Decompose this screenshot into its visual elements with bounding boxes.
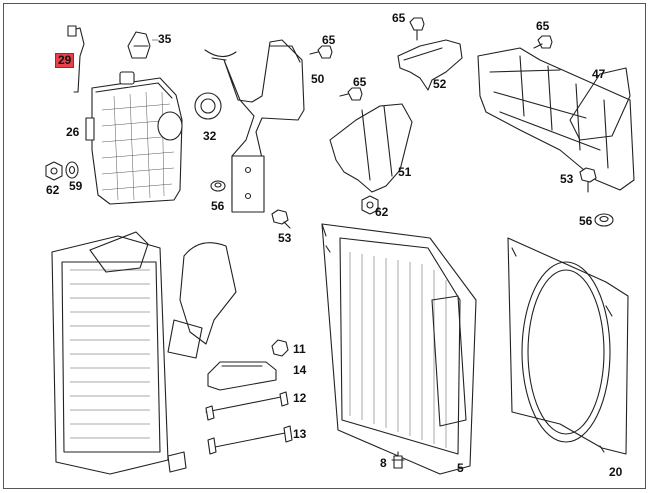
nut-11[interactable] bbox=[271, 339, 289, 357]
washer-56-left[interactable] bbox=[210, 180, 226, 192]
callout-62-right[interactable]: 62 bbox=[375, 205, 389, 219]
callout-65-c[interactable]: 65 bbox=[392, 11, 406, 25]
callout-62-left[interactable]: 62 bbox=[46, 183, 60, 197]
callout-12[interactable]: 12 bbox=[293, 391, 307, 405]
callout-20[interactable]: 20 bbox=[609, 465, 623, 479]
callout-65-d[interactable]: 65 bbox=[536, 19, 550, 33]
callout-11[interactable]: 11 bbox=[293, 342, 306, 356]
callout-56-right[interactable]: 56 bbox=[579, 214, 593, 228]
strap-12[interactable] bbox=[205, 391, 289, 421]
nut-62-left[interactable] bbox=[45, 161, 63, 181]
bolt-65-c[interactable] bbox=[409, 17, 425, 41]
drain-plug-8[interactable] bbox=[391, 451, 405, 469]
callout-47[interactable]: 47 bbox=[592, 67, 606, 81]
bracket-51[interactable] bbox=[329, 103, 413, 193]
callout-52[interactable]: 52 bbox=[433, 77, 447, 91]
pipe-bracket-50[interactable] bbox=[204, 39, 305, 213]
callout-5[interactable]: 5 bbox=[457, 461, 464, 475]
callout-51[interactable]: 51 bbox=[398, 165, 412, 179]
diagram-frame bbox=[3, 3, 646, 489]
strap-13[interactable] bbox=[207, 425, 293, 455]
radiator[interactable] bbox=[321, 223, 477, 475]
bracket-52[interactable] bbox=[397, 39, 463, 91]
callout-53-middle[interactable]: 53 bbox=[278, 231, 292, 245]
callout-65-a[interactable]: 65 bbox=[322, 33, 336, 47]
callout-14[interactable]: 14 bbox=[293, 363, 307, 377]
nut-62-right[interactable] bbox=[361, 195, 379, 215]
callout-65-b[interactable]: 65 bbox=[353, 75, 367, 89]
bracket-14[interactable] bbox=[207, 361, 277, 391]
expansion-tank[interactable] bbox=[85, 71, 183, 205]
callout-26[interactable]: 26 bbox=[66, 125, 80, 139]
callout-53-right[interactable]: 53 bbox=[560, 172, 574, 186]
intercooler[interactable] bbox=[51, 231, 237, 475]
callout-8[interactable]: 8 bbox=[380, 456, 387, 470]
washer-59[interactable] bbox=[65, 161, 79, 179]
bolt-65-d[interactable] bbox=[533, 35, 553, 49]
callout-32[interactable]: 32 bbox=[203, 129, 217, 143]
callout-50[interactable]: 50 bbox=[311, 72, 325, 86]
bolt-65-a[interactable] bbox=[309, 45, 333, 59]
washer-56-right[interactable] bbox=[594, 213, 614, 227]
cap-32[interactable] bbox=[194, 92, 222, 120]
callout-35[interactable]: 35 bbox=[158, 32, 172, 46]
level-sensor-part[interactable] bbox=[67, 25, 85, 93]
bolt-53-right[interactable] bbox=[579, 167, 597, 193]
fan-shroud[interactable] bbox=[507, 237, 629, 455]
callout-13[interactable]: 13 bbox=[293, 427, 307, 441]
cross-member-47[interactable] bbox=[477, 47, 635, 191]
bolt-65-b[interactable] bbox=[339, 87, 363, 101]
tank-cap[interactable] bbox=[127, 31, 151, 59]
bolt-53-middle[interactable] bbox=[271, 209, 291, 229]
callout-59[interactable]: 59 bbox=[69, 179, 83, 193]
callout-56-left[interactable]: 56 bbox=[211, 199, 225, 213]
callout-29-highlighted[interactable]: 29 bbox=[55, 53, 75, 68]
